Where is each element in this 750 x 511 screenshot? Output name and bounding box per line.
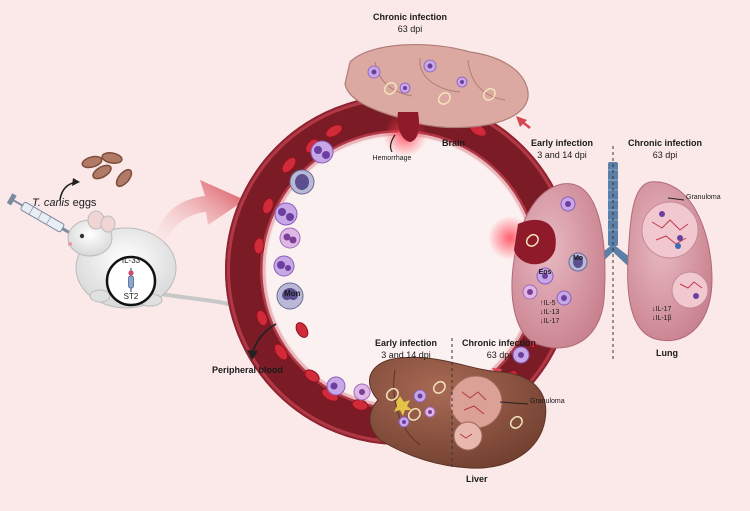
liver-granuloma-pointer (499, 401, 529, 405)
monocyte (276, 282, 304, 310)
leukocyte (512, 346, 530, 364)
lung-chronic-time: 63 dpi (652, 150, 678, 160)
cytokine-il17-chronic: ↓IL-17 (652, 306, 672, 313)
lung-granuloma-pointer (667, 197, 685, 201)
lung-chronic-title: Chronic infection (628, 138, 702, 148)
lung-early-time: 3 and 14 dpi (537, 150, 587, 160)
lung-chronic-cytokines: ↓IL-17 ↓IL-1β (652, 306, 672, 324)
eggs-group (81, 152, 133, 188)
liver-early-time: 3 and 14 dpi (381, 350, 431, 360)
leukocytes (273, 140, 530, 401)
leukocyte (353, 383, 371, 401)
il33-st2-inset (105, 255, 157, 307)
lung-label: Lung (656, 348, 678, 358)
lung-early-title: Early infection (530, 138, 593, 148)
hemorrhage-label: Hemorrhage (372, 155, 412, 162)
liver-label: Liver (466, 474, 488, 484)
leukocyte (279, 227, 301, 249)
hemorrhage-pointer (389, 134, 396, 153)
liver-early-title: Early infection (374, 338, 437, 348)
il33-label: IL-33 (121, 256, 141, 265)
leukocyte (273, 255, 295, 277)
cytokine-il17: ↓IL-17 (540, 317, 560, 325)
leukocyte (310, 140, 334, 164)
big-red-arrow (152, 180, 245, 252)
leukocyte (274, 202, 298, 226)
brain-chronic-time: 63 dpi (397, 24, 423, 34)
brain-illustration (344, 43, 529, 157)
eggs-word: eggs (72, 197, 97, 209)
liver-chronic-time: 63 dpi (486, 350, 512, 360)
lung-early (488, 183, 606, 349)
eos-label: Eos (538, 269, 552, 276)
cytokine-il13: ↓IL-13 (540, 308, 560, 316)
st2-label: ST2 (123, 292, 139, 301)
leukocyte (326, 376, 346, 396)
peripheral-blood-label: Peripheral blood (212, 365, 284, 375)
leukocyte (289, 169, 315, 195)
liver-illustration (368, 356, 547, 469)
lung-granuloma-label: Granuloma (686, 194, 721, 201)
mo-label: Mo (572, 255, 584, 262)
mon-label: Mon (284, 289, 301, 298)
lung-chronic (627, 181, 713, 342)
cytokine-il5: ↑IL-5 (540, 300, 556, 307)
eggs-label: T. canis eggs (32, 197, 96, 210)
liver-chronic-title: Chronic infection (462, 338, 536, 348)
brain-chronic-title: Chronic infection (373, 12, 447, 22)
liver-granuloma-label: Granuloma (530, 398, 565, 405)
syringe-icon (6, 193, 76, 237)
eggs-species: T. canis (32, 197, 70, 209)
lung-early-cytokines: ↑IL-5 ↓IL-13 ↓IL-17 (540, 300, 559, 326)
brain-label: Brain (442, 138, 466, 148)
cytokine-il1b: ↓IL-1β (652, 314, 672, 322)
